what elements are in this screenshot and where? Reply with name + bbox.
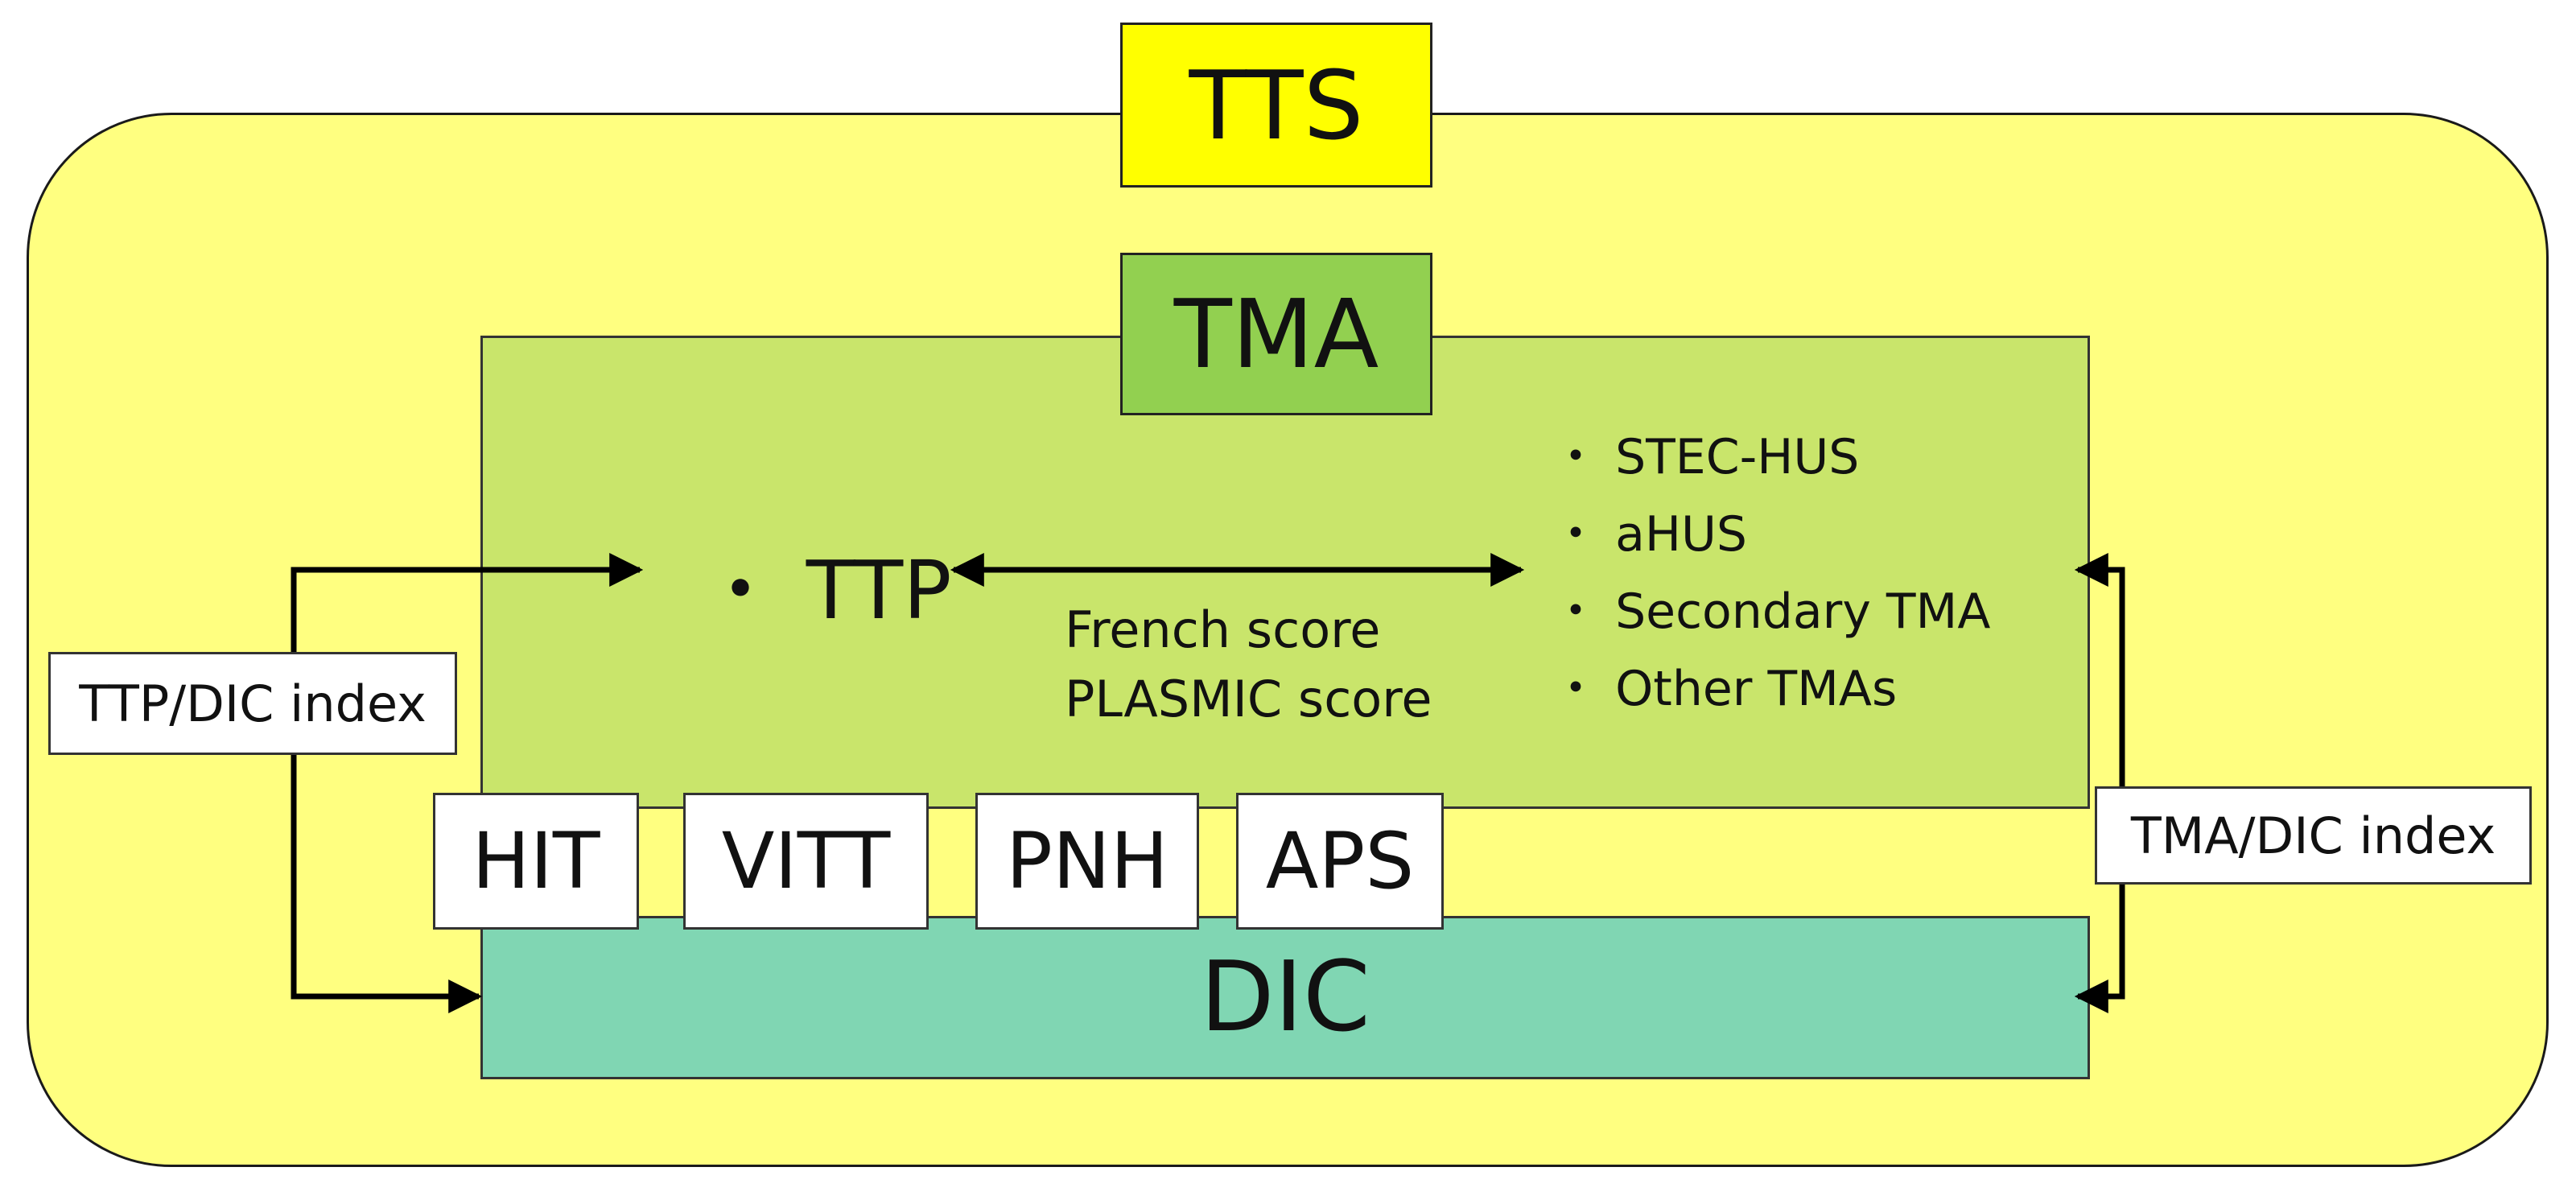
hit-box: HIT <box>433 793 639 930</box>
tma-subtype-list: ・ STEC-HUS ・ aHUS ・ Secondary TMA ・ Othe… <box>1552 419 1990 728</box>
french-score: French score <box>1065 600 1381 659</box>
pnh-box: PNH <box>975 793 1199 930</box>
secondary-tma-item: ・ Secondary TMA <box>1552 584 1991 640</box>
dic-label: DIC <box>1200 942 1370 1054</box>
stec-hus-item: ・ STEC-HUS <box>1552 429 1860 485</box>
tma-title-box: TMA <box>1120 253 1432 415</box>
plasmic-score: PLASMIC score <box>1065 670 1432 728</box>
other-tmas-item: ・ Other TMAs <box>1552 661 1898 717</box>
ttp-label: ・ TTP <box>700 543 952 637</box>
tma-dic-index-box: TMA/DIC index <box>2095 786 2532 885</box>
tts-title-box: TTS <box>1120 23 1432 188</box>
aps-box: APS <box>1236 793 1444 930</box>
dic-region <box>480 916 2090 1079</box>
vitt-box: VITT <box>683 793 929 930</box>
score-list: French score PLASMIC score <box>1065 596 1432 734</box>
ahus-item: ・ aHUS <box>1552 506 1747 563</box>
tma-dic-connector <box>2086 567 2125 1000</box>
ttp-dic-connector <box>291 567 640 1000</box>
ttp-dic-index-box: TTP/DIC index <box>48 652 457 755</box>
